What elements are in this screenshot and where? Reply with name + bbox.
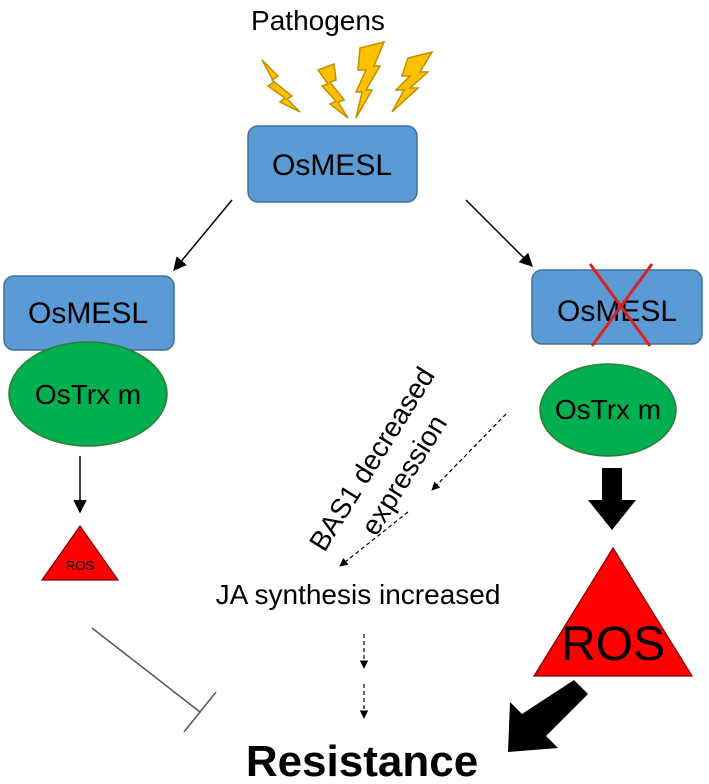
left-inhibition-line — [91, 627, 201, 713]
arrow-to-right — [465, 199, 533, 267]
ja-synthesis-label: JA synthesis increased — [216, 579, 501, 610]
lightning-bolt-icon — [391, 50, 434, 113]
lightning-icons — [261, 40, 434, 119]
left-osmesl-label: OsMESL — [28, 297, 148, 330]
left-ros-label: ROS — [66, 558, 95, 573]
left-ostrx-label: OsTrx m — [35, 379, 141, 410]
lightning-bolt-icon — [316, 62, 349, 119]
dashed-arrow-right-to-bas1 — [431, 413, 507, 491]
pathogens-label: Pathogens — [251, 5, 385, 36]
lightning-bolt-icon — [354, 40, 386, 119]
top-osmesl-box — [247, 125, 418, 203]
right-ostrx-label: OsTrx m — [555, 394, 661, 425]
top-osmesl-label: OsMESL — [272, 149, 392, 182]
left-ros-triangle — [40, 524, 120, 581]
right-ros-label: ROS — [561, 618, 665, 671]
dashed-arrow-bas1-to-ja — [339, 511, 409, 567]
right-osmesl-box — [531, 269, 703, 345]
arrow-to-left — [173, 199, 233, 272]
right-thick-arrow-down — [588, 468, 636, 530]
right-ostrx-ellipse — [539, 363, 677, 457]
right-thick-arrow-to-resistance — [508, 680, 588, 752]
left-ostrx-ellipse — [8, 341, 168, 447]
right-ros-triangle — [532, 546, 694, 677]
resistance-label: Resistance — [246, 737, 478, 784]
knockout-cross-icon — [588, 263, 654, 347]
lightning-bolt-icon — [261, 59, 301, 113]
left-inhibition-bar — [183, 691, 217, 733]
